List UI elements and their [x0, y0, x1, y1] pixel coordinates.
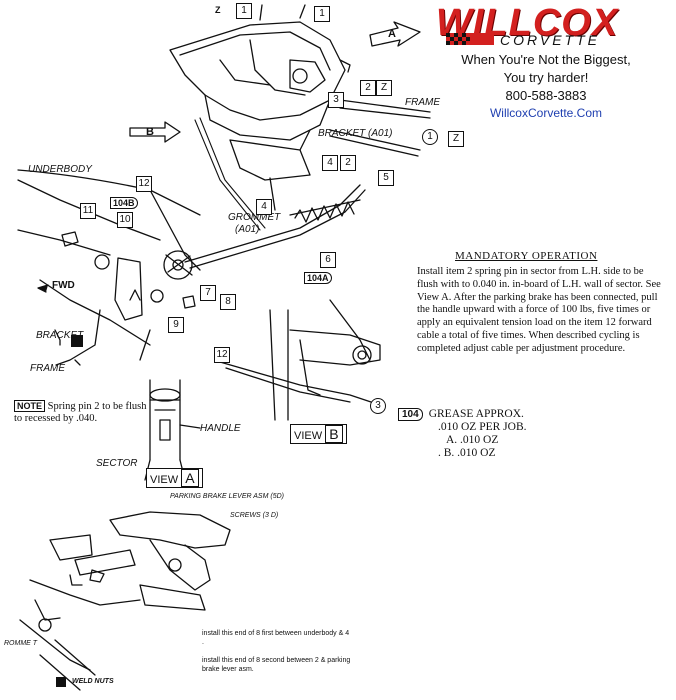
callout-11: 11: [80, 203, 96, 219]
callout-z2: Z: [376, 80, 392, 96]
website-link[interactable]: WillcoxCorvette.Com: [489, 106, 603, 120]
callout-2a: 2: [360, 80, 376, 96]
grease-code: 104: [398, 408, 423, 421]
label-frame-top: FRAME: [405, 97, 440, 108]
label-fwd: FWD: [52, 280, 75, 291]
label-handle: HANDLE: [200, 423, 241, 434]
note-text: Spring pin 2 to be flush to recessed by …: [14, 401, 147, 424]
arrow-a-label: A: [388, 28, 396, 40]
callout-104a: 104A: [304, 272, 332, 284]
label-underbody: UNDERBODY: [28, 164, 92, 175]
label-frame-bottom: FRAME: [30, 363, 65, 374]
callout-104b: 104B: [110, 197, 138, 209]
callout-2b: 2: [340, 155, 356, 171]
install-legend: install this end of 8 first between unde…: [202, 630, 352, 674]
label-sector: SECTOR: [96, 458, 138, 469]
inset-screws-label: SCREWS (3 D): [230, 512, 279, 519]
grease-line4: . B. .010 OZ: [438, 447, 496, 459]
mandatory-title: MANDATORY OPERATION: [455, 250, 598, 262]
callout-z1: Z: [215, 5, 221, 15]
label-bracket: BRACKET: [36, 330, 84, 341]
callout-8: 8: [220, 294, 236, 310]
view-b-word: VIEW: [294, 430, 323, 442]
callout-12: 12: [136, 176, 152, 192]
mandatory-text: Install item 2 spring pin in sector from…: [417, 266, 661, 354]
note-block: NOTE Spring pin 2 to be flush to recesse…: [14, 400, 154, 425]
callout-6: 6: [320, 252, 336, 268]
tagline-line1: When You're Not the Biggest,: [461, 52, 631, 67]
callout-1a: 1: [236, 3, 252, 19]
corvette-logo-text: CORVETTE: [500, 32, 600, 48]
view-a-tag: VIEW A: [146, 468, 203, 488]
phone-number: 800-588-3883: [505, 88, 587, 103]
callout-4b: 4: [256, 199, 272, 215]
view-b-letter: B: [325, 425, 343, 443]
grease-line1: GREASE APPROX.: [428, 408, 524, 420]
label-grommet: GROMMET: [228, 212, 281, 223]
checkered-flag-icon: [446, 33, 494, 45]
callout-3: 3: [328, 92, 344, 108]
view-a-letter: A: [181, 469, 199, 487]
callout-3b: 3: [370, 398, 386, 414]
callout-5: 5: [378, 170, 394, 186]
callout-10: 10: [117, 212, 133, 228]
callout-4: 4: [322, 155, 338, 171]
arrow-b-label: B: [146, 126, 154, 138]
grease-line2: .010 OZ PER JOB.: [438, 421, 527, 433]
inset-lever-label: PARKING BRAKE LEVER ASM (5D): [170, 493, 284, 500]
view-b-tag: VIEW B: [290, 424, 347, 444]
tagline-line2: You try harder!: [503, 70, 589, 85]
grease-line3: A. .010 OZ: [446, 434, 499, 446]
inset-weld-nuts-label: WELD NUTS: [72, 678, 114, 685]
callout-1c: 1: [422, 129, 438, 145]
label-grommet-sub: (A01): [235, 224, 260, 235]
grease-spec: 104 GREASE APPROX. .010 OZ PER JOB. A. .0…: [398, 408, 598, 460]
callout-12b: 12: [214, 347, 230, 363]
view-a-word: VIEW: [150, 474, 179, 486]
legend-item-2: install this end of 8 second between 2 &…: [202, 657, 351, 673]
inset-romme-label: ROMME T: [4, 640, 38, 647]
callout-z3: Z: [448, 131, 464, 147]
callout-9: 9: [168, 317, 184, 333]
callout-7: 7: [200, 285, 216, 301]
label-bracket-a01: BRACKET (A01): [318, 128, 393, 139]
legend-item-1: install this end of 8 first between unde…: [202, 630, 350, 646]
callout-1b: 1: [314, 6, 330, 22]
note-tag: NOTE: [14, 400, 46, 412]
